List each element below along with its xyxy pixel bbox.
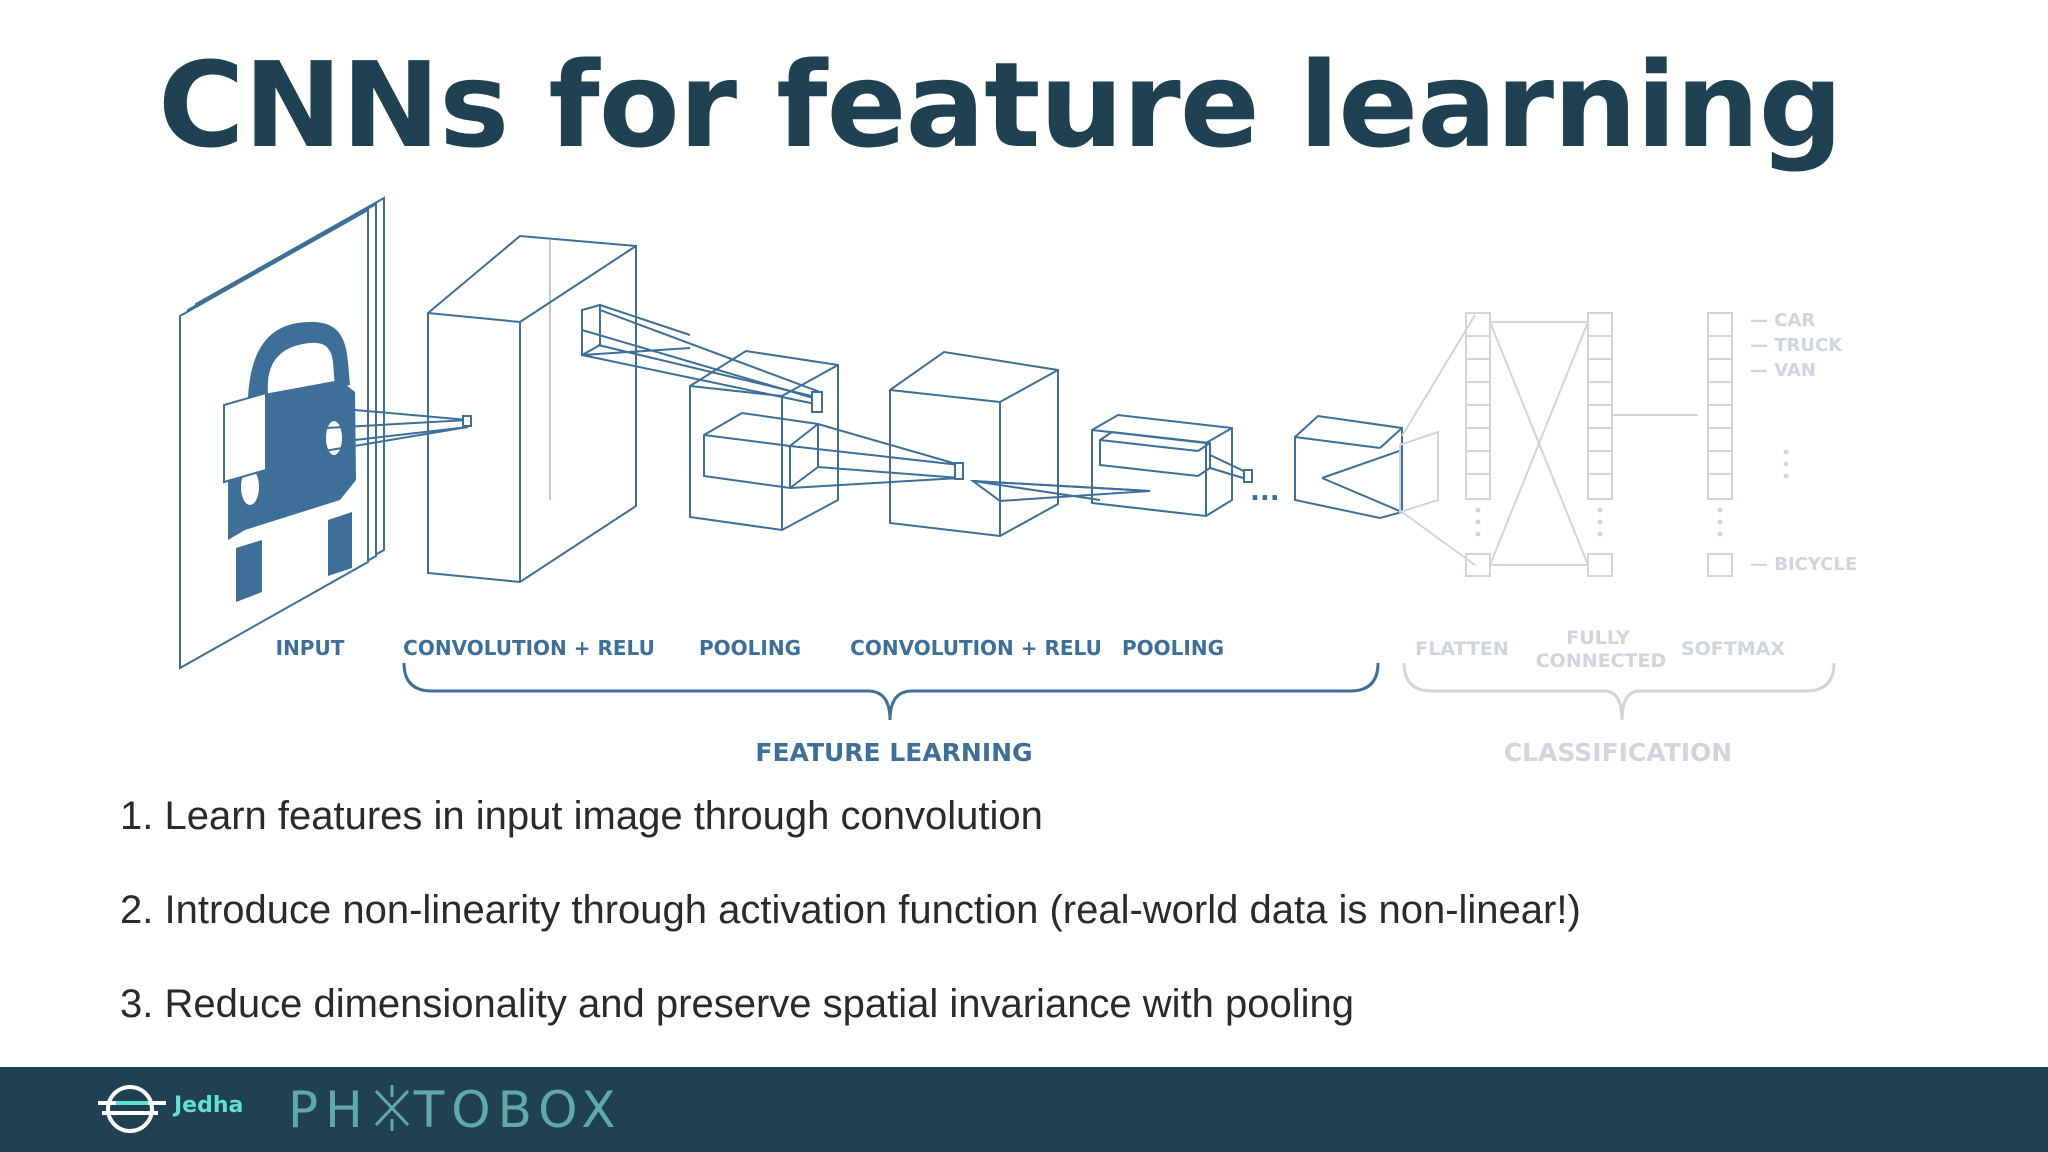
stage-label-fully-connected-1: FULLY: [1566, 627, 1630, 649]
vertical-ellipsis-dots: [1475, 449, 1789, 537]
class-label-truck: — TRUCK: [1750, 335, 1843, 356]
jedha-brand-text: Jedha: [174, 1093, 244, 1118]
stage-label-fully-connected-2: CONNECTED: [1536, 650, 1667, 672]
key-point-2: 2. Introduce non-linearity through activ…: [120, 888, 1581, 932]
photobox-text-end: TOBOX: [413, 1081, 623, 1139]
jedha-logo-icon: [98, 1085, 166, 1133]
receptive-field-3: [789, 423, 964, 489]
receptive-field-1: [289, 409, 472, 456]
group-label-classification: CLASSIFICATION: [1504, 738, 1732, 767]
class-label-bicycle: — BICYCLE: [1750, 554, 1857, 575]
stage-label-input: INPUT: [276, 636, 345, 660]
car-icon: [223, 322, 356, 602]
stage-label-softmax: SOFTMAX: [1681, 638, 1785, 660]
slide-title: CNNs for feature learning: [158, 36, 1843, 174]
receptive-field-4: [969, 479, 1151, 503]
stage-label-conv2: CONVOLUTION + RELU: [850, 636, 1102, 660]
key-points-list: 1. Learn features in input image through…: [120, 790, 1581, 1072]
footer-bar: Jedha PH TOBOX: [0, 1067, 2048, 1152]
class-label-van: — VAN: [1750, 360, 1816, 381]
photobox-logo: PH TOBOX: [288, 1081, 622, 1139]
key-point-1: 1. Learn features in input image through…: [120, 794, 1043, 838]
stage-label-flatten: FLATTEN: [1415, 638, 1509, 660]
classification-network: [1399, 312, 1733, 577]
classification-brace: [1402, 662, 1836, 721]
ellipsis-label: ...: [1250, 477, 1280, 507]
stage-label-pool1: POOLING: [699, 636, 801, 660]
last-feature-block: [1294, 414, 1403, 520]
feature-learning-brace: [402, 662, 1380, 721]
pool1-block: [689, 349, 839, 532]
receptive-field-2: [581, 303, 823, 413]
stage-label-conv1: CONVOLUTION + RELU: [403, 636, 655, 660]
key-point-3: 3. Reduce dimensionality and preserve sp…: [120, 982, 1355, 1026]
stage-label-pool2: POOLING: [1122, 636, 1224, 660]
class-label-car: — CAR: [1750, 310, 1815, 331]
photobox-text-start: PH: [288, 1081, 370, 1139]
conv2-block: [889, 350, 1059, 538]
conv1-block: [427, 234, 637, 584]
photobox-spark-icon: [374, 1085, 409, 1131]
group-label-feature-learning: FEATURE LEARNING: [755, 738, 1032, 767]
cnn-diagram: ...: [179, 196, 1857, 767]
pool2-block: [1091, 413, 1253, 518]
